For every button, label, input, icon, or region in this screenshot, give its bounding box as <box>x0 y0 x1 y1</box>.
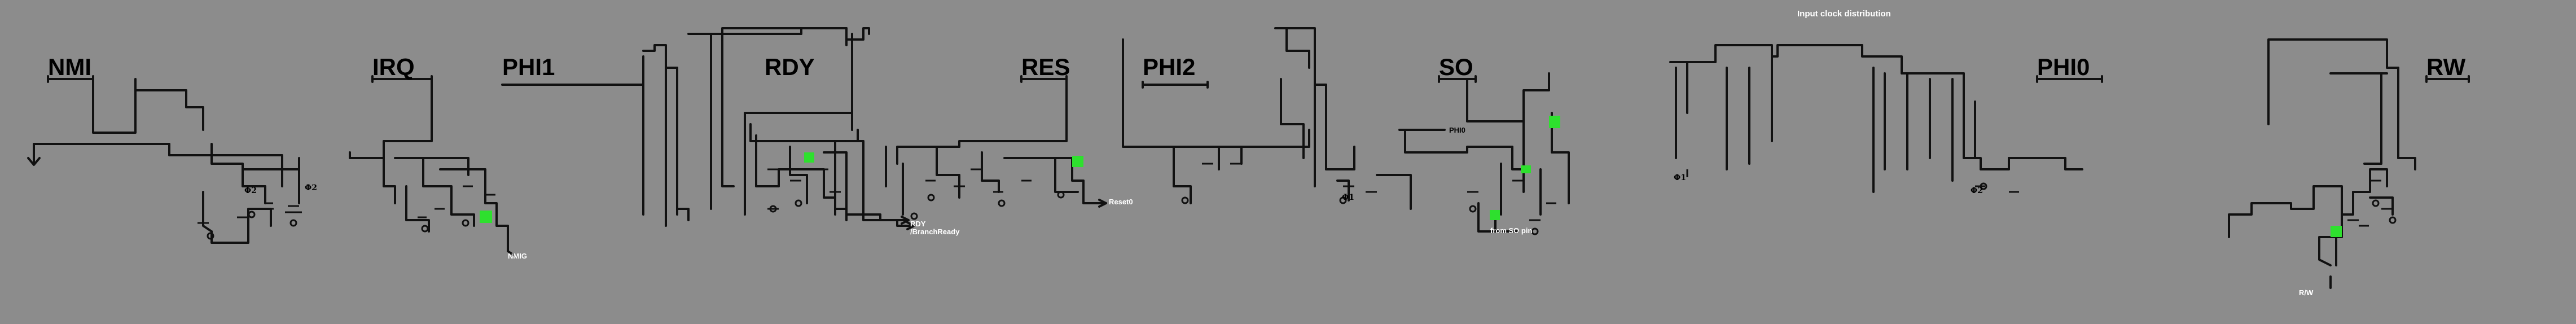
clock-label-phi2: Φ2 <box>305 183 317 192</box>
signal-label-rdy: RDY <box>765 54 815 80</box>
output-label-reset0: Reset0 <box>1109 198 1133 206</box>
so-circuit <box>1398 72 1570 235</box>
phi2-circuit <box>1122 27 1412 210</box>
signal-label-so: SO <box>1439 54 1473 80</box>
signal-label-phi2: PHI2 <box>1143 54 1196 80</box>
clock-label-phi1: Φ1 <box>1674 173 1686 182</box>
section-title: Input clock distribution <box>1797 9 1891 19</box>
signal-label-phi0: PHI0 <box>2037 54 2090 80</box>
signal-label-phi1: PHI1 <box>502 54 555 80</box>
output-label-rw: R/W <box>2299 288 2314 297</box>
signal-label-res: RES <box>1021 54 1070 80</box>
signal-label-nmi: NMI <box>48 54 91 80</box>
output-label-rdy: RDY <box>910 220 926 228</box>
clock-label-phi2: Φ2 <box>244 186 257 195</box>
nmi-circuit <box>27 75 302 244</box>
phi0-circuit <box>1669 44 2103 193</box>
signal-label-rw: RW <box>2426 54 2466 80</box>
input-label-from-so-pin: from SO pin <box>1490 226 1533 235</box>
clock-label-phi2: Φ2 <box>1971 186 1983 195</box>
phi1-circuit <box>501 27 848 227</box>
signal-label-irq: IRQ <box>372 54 415 80</box>
output-label-nmig: NMIG <box>508 252 527 260</box>
rdy-circuit <box>721 27 918 230</box>
output-label-phi0: PHI0 <box>1449 126 1465 134</box>
irq-circuit <box>349 75 517 258</box>
rw-circuit <box>2228 38 2470 289</box>
res-circuit <box>885 75 1107 216</box>
clock-label-phi1: Φ1 <box>1342 193 1354 202</box>
output-label-branch-ready: /BranchReady <box>910 227 960 236</box>
